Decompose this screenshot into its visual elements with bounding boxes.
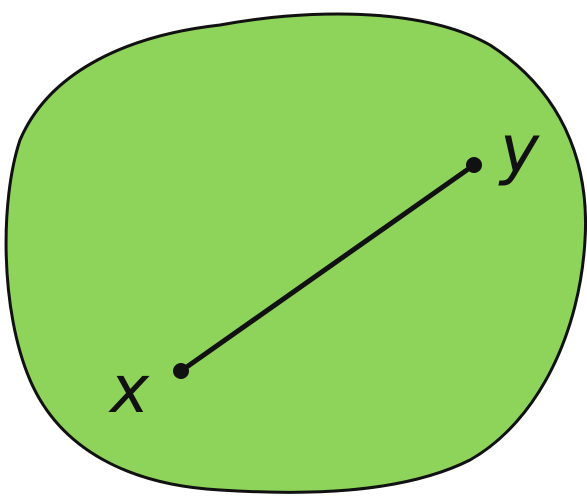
point-y-dot xyxy=(466,157,482,173)
point-x-dot xyxy=(173,363,189,379)
point-y-label: y xyxy=(498,111,540,188)
convex-region xyxy=(4,12,587,494)
line-segment-xy xyxy=(178,162,477,374)
point-x-label: x xyxy=(108,351,150,428)
